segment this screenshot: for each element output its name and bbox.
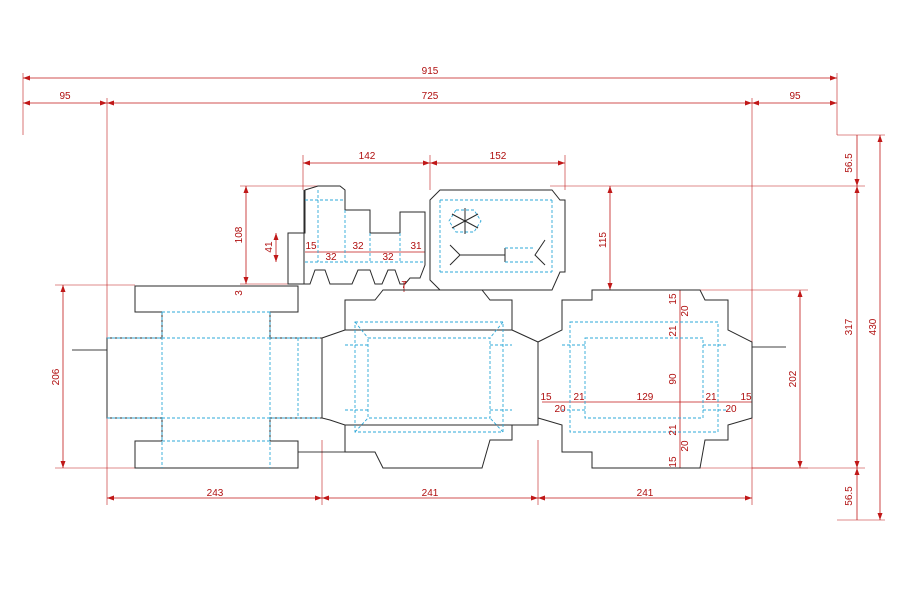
top-tab-outline: [287, 185, 426, 285]
dim-r-15-top: 15: [668, 293, 679, 305]
dim-32-tab-c: 32: [382, 252, 394, 263]
dimension-lines: [23, 75, 883, 520]
dim-95-right: 95: [789, 91, 801, 102]
hexagon-window: [448, 209, 482, 233]
dim-243: 243: [207, 488, 224, 499]
middle-panel-outline: [321, 289, 539, 469]
dim-h-129: 129: [637, 392, 654, 403]
dim-r-20-bottom: 20: [680, 440, 691, 452]
dim-32-tab-a: 32: [325, 252, 337, 263]
dim-h-21-right: 21: [705, 392, 717, 403]
dim-430: 430: [868, 318, 879, 335]
right-panel-outline: [537, 289, 753, 469]
lid-features: [448, 208, 546, 266]
dim-56-5-top: 56.5: [844, 153, 855, 173]
dim-115: 115: [598, 232, 609, 248]
dim-3: 3: [234, 290, 245, 296]
dim-915: 915: [422, 66, 439, 77]
dim-202: 202: [788, 370, 799, 387]
dim-142: 142: [359, 151, 376, 162]
dim-r-20-top: 20: [680, 305, 691, 317]
dim-108: 108: [234, 226, 245, 243]
dimension-labels: 915 95 725 95 142 152 56.5 317 430 56.5 …: [51, 66, 879, 506]
dim-41: 41: [264, 241, 275, 253]
dim-95-left: 95: [59, 91, 71, 102]
fold-lines: [107, 190, 728, 468]
dim-r-21-top: 21: [668, 325, 679, 337]
dim-r-90: 90: [668, 373, 679, 385]
dim-15-tab: 15: [305, 241, 317, 252]
dim-h-15-left: 15: [540, 392, 552, 403]
dim-206: 206: [51, 368, 62, 385]
dim-725: 725: [422, 91, 439, 102]
dim-h-20-left: 20: [554, 404, 566, 415]
dim-241-a: 241: [422, 488, 439, 499]
dim-h-20-right: 20: [725, 404, 737, 415]
dim-r-15-bottom: 15: [668, 456, 679, 468]
extension-lines: [22, 73, 885, 521]
dim-h-15-right: 15: [740, 392, 752, 403]
dim-241-b: 241: [637, 488, 654, 499]
dim-r-21-bottom: 21: [668, 424, 679, 436]
dim-32-tab-b: 32: [352, 241, 364, 252]
dim-56-5-bottom: 56.5: [844, 486, 855, 506]
handle-cutout: [449, 244, 461, 266]
dim-317: 317: [844, 318, 855, 335]
dim-7: 7: [401, 280, 407, 291]
dim-152: 152: [490, 151, 507, 162]
dim-31-tab: 31: [410, 241, 422, 252]
top-lid-outline: [429, 189, 566, 291]
dim-h-21-left: 21: [573, 392, 585, 403]
